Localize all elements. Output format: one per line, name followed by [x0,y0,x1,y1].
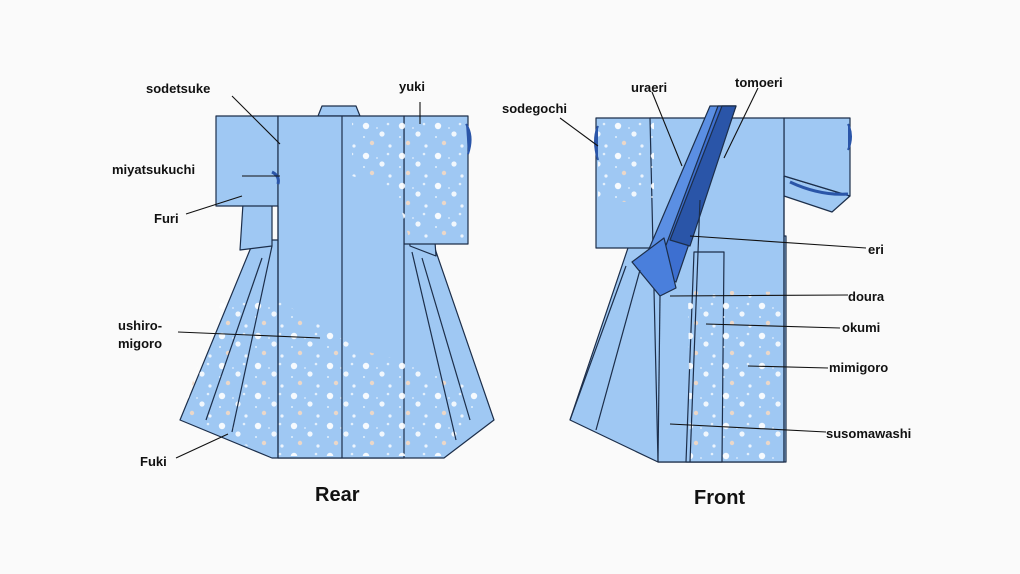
label-ushiro-migoro-line2: migoro [118,336,163,351]
label-uraeri: uraeri [631,80,668,95]
front-arm-opening [789,180,849,196]
leader-tomoeri [723,87,759,159]
label-yuki: yuki [399,79,426,94]
rear-title: Rear [315,484,360,506]
front-seam-1 [657,295,661,463]
label-miyatsukuchi: miyatsukuchi [112,162,196,177]
leader-uraeri [651,91,683,167]
leader-mimigoro [747,365,829,369]
rear-collar-tab [317,105,361,117]
label-sodetsuke: sodetsuke [146,81,211,96]
front-sleeve-edge-right [847,123,852,151]
front-pattern-skirt [688,290,782,460]
rear-sleeve-left [215,115,279,207]
leader-sodegochi [559,117,599,147]
leader-okumi [705,323,841,329]
front-kimono [569,105,852,463]
rear-miyatsukuchi-opening [271,170,280,185]
rear-sleeve-edge-right [465,123,472,155]
front-title: Front [694,487,746,509]
leader-doura [669,294,849,297]
leader-eri [689,235,867,249]
label-tomoeri: tomoeri [735,75,783,90]
label-susomawashi: susomawashi [826,426,912,441]
front-sleeve-edge-left [594,125,599,161]
rear-pattern-yuki [352,118,466,242]
leader-furi [185,195,243,215]
leader-lines [175,87,867,459]
front-seam-2 [595,269,641,431]
front-pattern-sleeve [598,120,654,204]
rear-kimono [179,105,495,459]
leader-susomawashi [669,423,827,433]
rear-seam-left-2 [231,245,273,433]
label-fuki: Fuki [140,454,167,469]
leader-sodetsuke [231,95,281,145]
front-seam-3 [569,265,627,421]
label-mimigoro: mimigoro [829,360,889,375]
rear-seam-right-2 [411,251,457,441]
front-seam-5 [689,199,701,463]
rear-pattern-hem [182,296,486,456]
front-tomoeri [669,105,737,247]
label-eri: eri [868,242,884,257]
label-ushiro-migoro-line1: ushiro- [118,318,163,333]
label-okumi: okumi [842,320,881,335]
rear-seam-right-3 [421,257,471,421]
rear-seam-left-3 [205,257,263,421]
leader-fuki [175,433,229,459]
label-sodegochi: sodegochi [502,101,568,116]
label-doura: doura [848,289,885,304]
label-furi: Furi [154,211,179,226]
leader-ushiro-migoro [177,331,321,339]
front-collar-base [631,237,677,297]
